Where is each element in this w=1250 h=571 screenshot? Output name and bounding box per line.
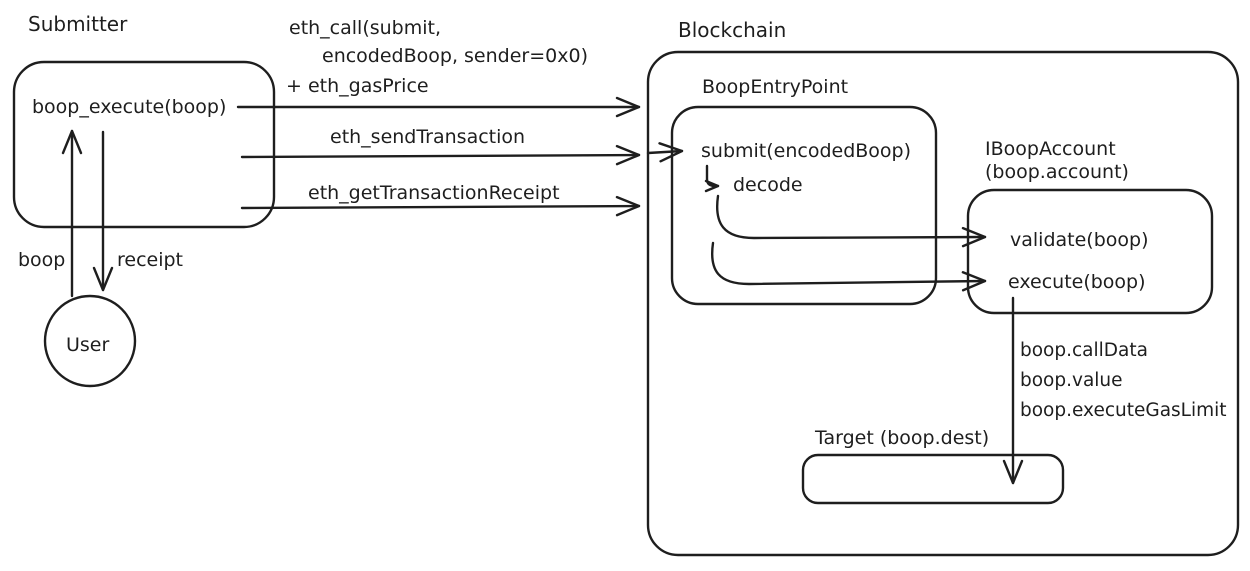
eth-call-label-line1: eth_call(submit,: [289, 17, 441, 39]
submit-entry-arrow: [646, 142, 684, 163]
boop-value-label: boop.value: [1020, 370, 1123, 391]
iboop-account-label-line1: IBoopAccount: [985, 138, 1116, 160]
eth-get-transaction-receipt-label: eth_getTransactionReceipt: [308, 182, 560, 204]
execute-method-label: execute(boop): [1008, 271, 1146, 293]
user-circle: [43, 294, 137, 388]
eth-get-transaction-receipt-arrow: [240, 195, 641, 217]
blockchain-box: [646, 50, 1240, 557]
receipt-arrow-label: receipt: [117, 249, 183, 271]
boop-entry-point-box: [670, 105, 938, 306]
decode-to-execute-arrow: [710, 241, 987, 292]
blockchain-label: Blockchain: [678, 18, 786, 42]
eth-call-label-line2: encodedBoop, sender=0x0): [322, 45, 588, 67]
eth-send-transaction-arrow: [240, 144, 641, 166]
iboop-account-box: [966, 188, 1214, 315]
target-label: Target (boop.dest): [814, 427, 989, 449]
iboop-account-label-line2: (boop.account): [985, 161, 1129, 183]
decode-to-validate-arrow: [715, 194, 987, 248]
submitter-label: Submitter: [28, 12, 128, 36]
user-label: User: [66, 334, 109, 356]
decode-label: decode: [733, 174, 803, 196]
eth-call-label-line3: + eth_gasPrice: [286, 75, 429, 97]
boop-executegaslimit-label: boop.executeGasLimit: [1020, 400, 1227, 421]
boop-execute-label: boop_execute(boop): [32, 96, 226, 118]
boop-arrow-label: boop: [18, 249, 65, 271]
submitter-box: [12, 60, 276, 229]
boop-calldata-label: boop.callData: [1020, 340, 1148, 361]
target-box: [801, 453, 1065, 505]
validate-method-label: validate(boop): [1010, 229, 1148, 251]
decode-branch-icon: [704, 164, 720, 193]
submit-method-label: submit(encodedBoop): [701, 140, 911, 162]
eth-send-transaction-label: eth_sendTransaction: [330, 126, 525, 148]
boop-entry-point-label: BoopEntryPoint: [702, 76, 848, 98]
